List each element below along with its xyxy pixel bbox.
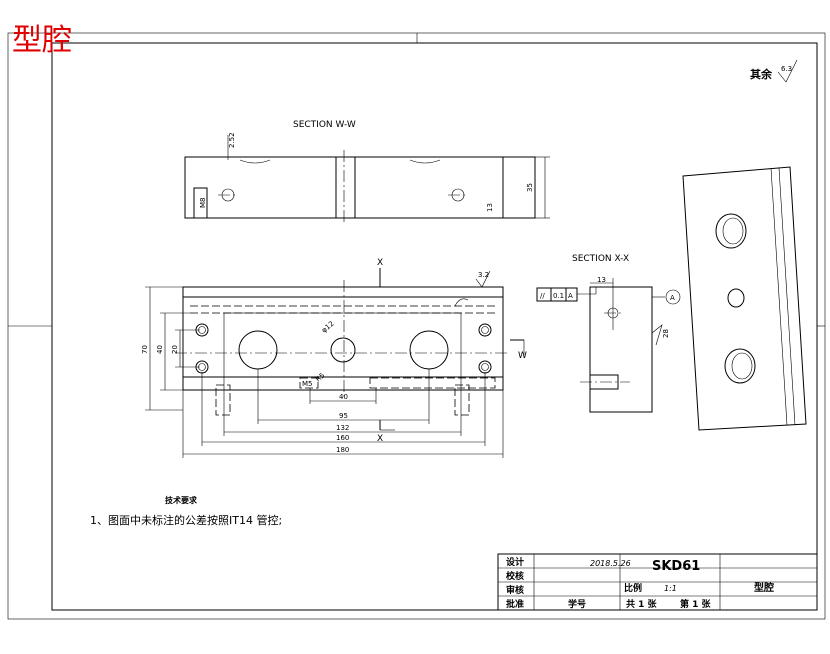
dim-40v: 40 [156, 345, 164, 354]
title-total-sheets: 共 1 张 [626, 598, 658, 610]
dim-180: 180 [336, 446, 349, 454]
roughness-symbol-icon [777, 59, 798, 83]
plan-roughness-icon [475, 270, 491, 288]
ww-dim-d2: 35 [526, 183, 534, 192]
tolerance-value: 0.1 [553, 292, 564, 300]
dim-phi12: φ12 [320, 320, 336, 335]
dim-depth: R5 [314, 371, 326, 383]
section-mark-x-bottom: X [377, 434, 383, 444]
plan-roughness-value: 3.2 [478, 271, 489, 279]
ww-dim-d4: M8 [199, 198, 207, 209]
dim-95: 95 [339, 412, 348, 420]
xx-roughness-icon [651, 324, 663, 346]
ww-dim-d1: 2.52 [228, 132, 236, 148]
tolerance-datum: A [568, 292, 573, 300]
page-title: 型腔 [12, 23, 72, 58]
isometric-view [682, 166, 807, 431]
section-ww-view: 2.52 35 13 M8 [184, 132, 550, 225]
tech-req-heading: 技术要求 [165, 495, 198, 505]
roughness-note: 其余 6.3 [750, 59, 798, 83]
section-mark-x-top: X [377, 258, 383, 268]
dim-132: 132 [336, 424, 349, 432]
title-material: SKD61 [652, 559, 700, 574]
tolerance-frame: // 0.1 A [536, 287, 597, 302]
title-student-no-label: 学号 [568, 598, 586, 610]
section-mark-w-right: W [518, 351, 527, 361]
outer-border [7, 32, 826, 620]
dim-70: 70 [141, 345, 149, 354]
xx-dim-width: 13 [597, 276, 606, 284]
dim-20: 20 [171, 345, 179, 354]
section-xx-title: SECTION X-X [572, 254, 629, 264]
title-scale: 1:1 [664, 584, 677, 593]
title-check-label: 校核 [506, 570, 524, 582]
title-scale-label: 比例 [624, 582, 642, 594]
title-date: 2018.5.26 [590, 559, 631, 568]
dim-40: 40 [339, 393, 348, 401]
title-sheet-no: 第 1 张 [680, 598, 712, 610]
plan-view: X X W 3.2 70 40 20 φ12 M5 R5 40 95 132 [141, 258, 527, 458]
roughness-note-value: 6.3 [781, 65, 792, 73]
tolerance-symbol: // [540, 292, 545, 300]
inner-border [51, 42, 818, 611]
xx-dim-angle: 28 [662, 329, 670, 338]
dim-thread: M5 [302, 380, 313, 388]
section-ww-title: SECTION W-W [293, 120, 356, 130]
title-block: 设计 校核 审核 批准 2018.5.26 SKD61 比例 1:1 型腔 学号… [497, 553, 818, 611]
dim-160: 160 [336, 434, 349, 442]
title-approve-label: 批准 [506, 598, 524, 610]
title-review-label: 审核 [506, 584, 524, 596]
section-xx-view: 13 28 // 0.1 A A [536, 276, 681, 413]
tech-req-item1: 1、图面中未标注的公差按照IT14 管控; [90, 513, 282, 527]
datum-label: A [670, 294, 675, 302]
ww-dim-d3: 13 [486, 203, 494, 212]
title-part-name: 型腔 [754, 581, 774, 594]
corner-screw-holes [195, 323, 492, 374]
roughness-note-label: 其余 [750, 67, 773, 81]
title-design-label: 设计 [506, 556, 524, 568]
